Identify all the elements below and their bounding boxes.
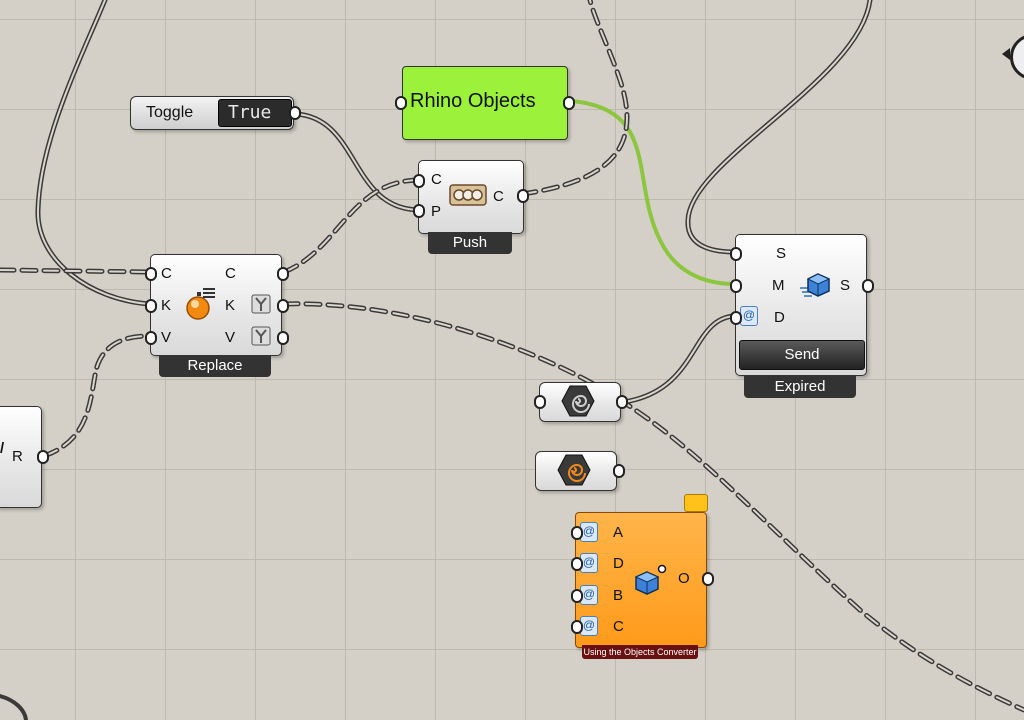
partial-navigation-widget[interactable] [1002, 30, 1024, 80]
geometry-param-orange-output-port[interactable] [613, 464, 625, 478]
wire-hexparam-to-expired-d [621, 313, 738, 405]
push-component[interactable]: C P C Push [413, 160, 529, 256]
rhino-objects-input-port[interactable] [395, 96, 407, 110]
toggle-value-display[interactable]: True [218, 99, 292, 127]
geometry-param-grey[interactable] [534, 382, 628, 424]
converter-input-b-label: B [613, 587, 624, 604]
expired-input-s-port[interactable] [730, 247, 742, 261]
replace-input-c-port[interactable] [145, 267, 157, 281]
expired-output-s-label: S [840, 277, 851, 294]
replace-input-v-port[interactable] [145, 331, 157, 345]
expired-input-d-label: D [774, 309, 785, 326]
converter-input-c-label: C [613, 618, 624, 635]
replace-output-c-port[interactable] [277, 267, 289, 281]
replace-output-k-port[interactable] [277, 299, 289, 313]
expired-input-m-label: M [772, 277, 785, 294]
expired-output-s-port[interactable] [862, 279, 874, 293]
replace-input-k-port[interactable] [145, 299, 157, 313]
expired-input-m-port[interactable] [730, 279, 742, 293]
toggle-component[interactable]: Toggle True [130, 96, 301, 130]
replace-input-v-label: V [161, 329, 172, 346]
widget-arrow-icon [1002, 48, 1010, 60]
push-input-c-port[interactable] [413, 174, 425, 188]
converter-output-o-port[interactable] [702, 572, 714, 586]
toggle-output-port[interactable] [289, 106, 301, 120]
replace-input-k-label: K [161, 297, 172, 314]
partial-widget-circle [1010, 34, 1024, 80]
data-param-icon: @ [740, 306, 758, 326]
push-input-p-port[interactable] [413, 204, 425, 218]
rhino-objects-body [402, 66, 568, 140]
replace-title: Replace [159, 355, 271, 377]
wire-partial-r-to-replace-v [41, 333, 153, 459]
push-input-p-label: P [431, 203, 442, 220]
wire-bottom-left-stub [0, 694, 28, 720]
converter-input-a-label: A [613, 524, 624, 541]
converter-output-o-label: O [678, 570, 690, 587]
geometry-param-grey-output-port[interactable] [616, 395, 628, 409]
rhino-objects-label: Rhino Objects [410, 90, 536, 112]
converter-input-c-port[interactable] [571, 620, 583, 634]
expired-input-s-label: S [776, 245, 787, 262]
converter-input-a-port[interactable] [571, 526, 583, 540]
send-button[interactable]: Send [739, 340, 865, 370]
expired-input-d-port[interactable] [730, 311, 742, 325]
expired-component[interactable]: S M @ D S Send Expired [728, 234, 876, 404]
push-output-c-port[interactable] [517, 189, 529, 203]
wire-top-right-to-expired-s [685, 0, 873, 255]
replace-input-c-label: C [161, 265, 172, 282]
partial-output-r-label: R [12, 448, 23, 465]
graft-icon [251, 294, 271, 314]
rhino-objects-output-port[interactable] [563, 96, 575, 110]
converter-input-d-label: D [613, 555, 624, 572]
rhino-objects-component[interactable]: Rhino Objects [395, 66, 575, 140]
converter-input-d-port[interactable] [571, 557, 583, 571]
geometry-param-grey-input-port[interactable] [534, 395, 546, 409]
graft-icon [251, 326, 271, 346]
toggle-label: Toggle [146, 104, 194, 121]
replace-output-v-port[interactable] [277, 331, 289, 345]
push-output-c-label: C [493, 188, 504, 205]
wire-replace-c-to-push-c [281, 177, 423, 275]
hexagon-spiral-icon [561, 385, 595, 417]
replace-item-icon [186, 288, 215, 320]
replace-output-k-label: K [225, 297, 236, 314]
push-list-icon [449, 184, 487, 206]
partial-output-r-port[interactable] [37, 450, 49, 464]
data-param-icon: @ [580, 616, 598, 636]
data-param-icon: @ [580, 553, 598, 573]
objects-converter-component[interactable]: @ @ @ @ A D B C O Using the Objects Conv… [570, 494, 720, 662]
push-title: Push [428, 232, 512, 254]
wire-rhino-to-expired-m [570, 99, 737, 286]
converter-title: Using the Objects Converter [582, 645, 698, 659]
replace-component[interactable]: C K V C K V Replace [145, 254, 295, 382]
replace-output-c-label: C [225, 265, 236, 282]
toggle-value: True [228, 102, 272, 123]
send-button-label: Send [784, 346, 820, 363]
partial-component[interactable]: / R [0, 406, 52, 510]
converter-comment-icon[interactable] [684, 494, 708, 512]
replace-output-v-label: V [225, 329, 236, 346]
cube-icon [800, 273, 831, 297]
partial-icon-fragment: / [0, 440, 5, 457]
expired-title: Expired [744, 376, 856, 398]
push-input-c-label: C [431, 171, 442, 188]
cube-convert-icon [634, 564, 667, 595]
geometry-param-orange[interactable] [530, 451, 626, 493]
hexagon-spiral-icon [557, 454, 591, 486]
converter-input-b-port[interactable] [571, 589, 583, 603]
